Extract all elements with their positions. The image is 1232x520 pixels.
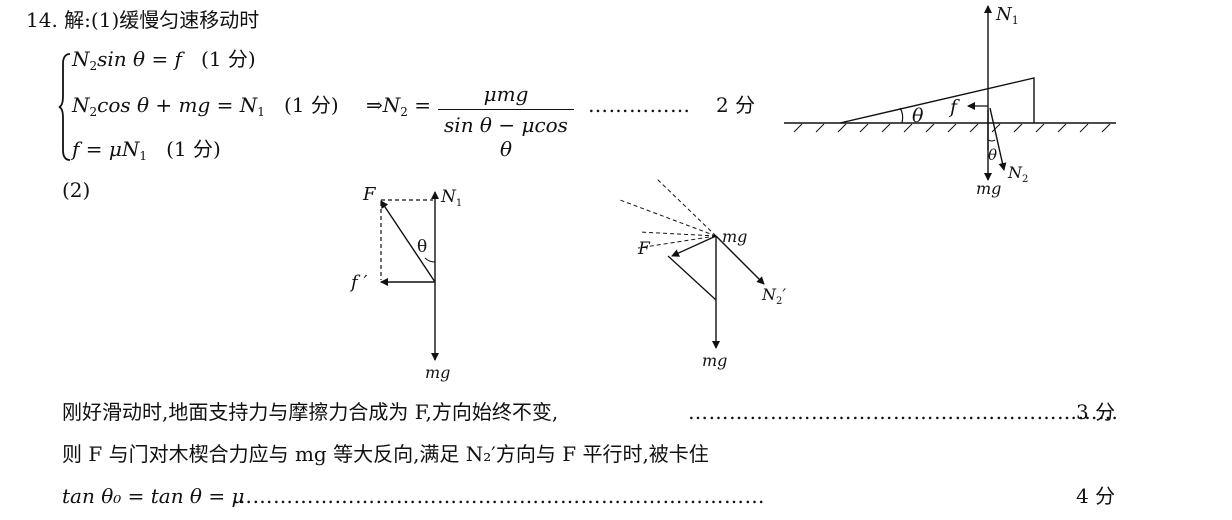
eq1-symbol: N xyxy=(72,47,90,71)
force-theta-label: θ xyxy=(417,237,427,257)
result-fraction: μmg sin θ − μcos θ xyxy=(438,82,574,161)
force-mg-label: mg xyxy=(425,363,450,382)
text-line-1: 刚好滑动时,地面支持力与摩擦力合成为 F,方向始终不变, xyxy=(62,400,559,424)
wedge-theta2-label: θ xyxy=(988,146,997,164)
force-fprime-label: f ′ xyxy=(349,272,367,293)
triangle-mg-top-label: mg xyxy=(722,227,747,246)
part2-label: (2) xyxy=(62,178,91,202)
fraction-numerator: μmg xyxy=(438,82,574,110)
problem-header: 14. 解:(1)缓慢匀速移动时 xyxy=(26,10,259,30)
fraction-denominator: sin θ − μcos θ xyxy=(444,113,568,161)
solution-label: 解: xyxy=(64,8,91,32)
problem-number: 14. xyxy=(26,8,58,32)
wedge-figure: θ N1 f mg θ N2 xyxy=(784,4,1116,198)
text-line-2: 则 F 与门对木楔合力应与 mg 等大反向,满足 N₂′方向与 F 平行时,被卡… xyxy=(62,442,709,466)
triangle-mg-bottom-label: mg xyxy=(702,351,727,370)
triangle-figure: F N2′ mg mg xyxy=(619,177,786,370)
wedge-N2-label: N2 xyxy=(1007,163,1028,185)
force-figure: N1 f ′ F θ mg xyxy=(349,184,462,382)
force-F-label: F xyxy=(362,184,377,205)
equation-2: N2cos θ + mg = N1 (1 分) xyxy=(72,93,339,119)
part1-label: (1) xyxy=(90,8,120,32)
wedge-f-label: f xyxy=(948,96,960,118)
result-lhs: ⇒N2 = xyxy=(366,93,432,119)
equation-brace xyxy=(58,53,71,161)
triangle-N2p-label: N2′ xyxy=(761,285,786,307)
wedge-theta-label: θ xyxy=(912,105,924,127)
wedge-N1-label: N1 xyxy=(995,4,1019,27)
triangle-F-label: F xyxy=(637,239,651,259)
eq1-score: (1 分) xyxy=(201,47,256,71)
eq2-score: (1 分) xyxy=(283,93,339,117)
text-line-3: tan θ₀ = tan θ = μ xyxy=(62,484,245,508)
score-2: 2 分 xyxy=(716,93,756,117)
wedge-mg-label: mg xyxy=(976,179,1001,198)
equation-3: f = μN1 (1 分) xyxy=(72,137,221,163)
leader-dots-4: …………………………………………………………………… xyxy=(232,484,765,508)
eq1-body: sin θ = f xyxy=(97,47,182,71)
score-3: 3 分 xyxy=(1076,400,1116,424)
equation-1: N2sin θ = f (1 分) xyxy=(72,47,256,73)
force-N1-label: N1 xyxy=(440,187,462,209)
eq2-body: cos θ + mg = N xyxy=(97,93,258,117)
leader-dots-2: …………… xyxy=(588,93,691,117)
score-4: 4 分 xyxy=(1076,484,1116,508)
eq3-score: (1 分) xyxy=(166,137,221,161)
leader-dots-3: ……………………………………………………… xyxy=(688,400,1119,424)
part1-title: 缓慢匀速移动时 xyxy=(119,8,260,32)
